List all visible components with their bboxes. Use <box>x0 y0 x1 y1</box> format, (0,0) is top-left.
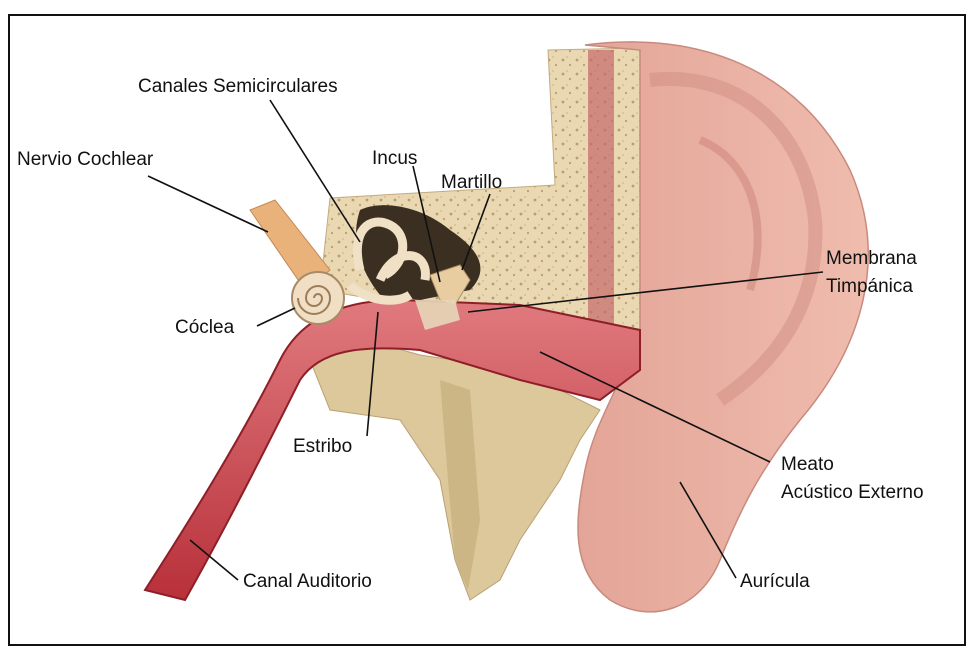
label-coclea: Cóclea <box>175 317 234 339</box>
cochlea <box>292 272 344 324</box>
label-incus: Incus <box>372 148 417 170</box>
label-nervio-cochlear: Nervio Cochlear <box>17 149 153 171</box>
label-canal-auditorio: Canal Auditorio <box>243 571 372 593</box>
label-canales-semicirculares: Canales Semicirculares <box>138 76 338 98</box>
label-membrana: Membrana <box>826 248 917 270</box>
label-acustico-externo: Acústico Externo <box>781 482 924 504</box>
label-meato: Meato <box>781 454 834 476</box>
label-martillo: Martillo <box>441 172 502 194</box>
label-auricula: Aurícula <box>740 571 810 593</box>
label-timpanica: Timpánica <box>826 276 913 298</box>
label-estribo: Estribo <box>293 436 352 458</box>
